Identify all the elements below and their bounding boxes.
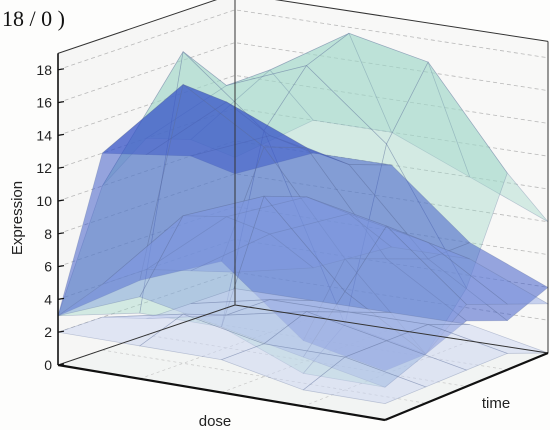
surface-facet [225,196,351,235]
surface-facet [226,32,350,86]
surface-facet [183,195,307,218]
z-tick [57,133,65,136]
surface-facet [145,216,271,272]
z-tick-label: 16 [36,95,52,111]
z-axis-label: Expression [9,181,26,255]
surface-facet [269,32,393,133]
z-tick-label: 8 [44,226,52,242]
z-tick [57,101,65,104]
surface-facet [348,213,470,260]
z-tick [57,297,65,300]
surface-facet [348,32,471,178]
z-tick [57,265,65,268]
surface-facet [386,225,509,305]
frame-edge [274,0,549,42]
z-tick-label: 2 [44,324,52,340]
z-tick-label: 0 [44,357,52,373]
z-tick [57,68,65,71]
z-tick-label: 4 [44,291,52,307]
z-tick-label: 6 [44,259,52,275]
y-axis-label: time [482,395,510,412]
front-axis [384,351,549,422]
surface-facet [263,195,388,293]
surface-facet [269,213,393,269]
surface-facet [302,356,427,404]
frame-edge [234,304,549,354]
surface-4 [57,288,549,404]
surface-facet [182,51,308,132]
surface-facet [385,258,509,322]
z-tick [57,330,65,333]
frame-edge [57,304,236,366]
surface-facet [190,233,315,273]
floor-grid-line [102,349,426,404]
front-axis [57,363,386,422]
surface-facet [305,32,429,145]
x-axis-label: dose [199,413,232,430]
z-tick [57,166,65,169]
chart-title: 18 / 0 ) [2,6,65,31]
frame-edge [57,0,218,54]
z-tick [57,199,65,202]
surface-facet [306,196,429,243]
z-tick-label: 18 [36,62,52,78]
surface-2 [57,83,549,372]
z-tick [57,232,65,235]
surface-facet [57,215,184,317]
z-tick-label: 10 [36,193,52,209]
z-tick [57,363,65,366]
surface-facet [102,215,228,285]
z-tick-label: 14 [36,127,52,143]
z-tick-label: 12 [36,160,52,176]
